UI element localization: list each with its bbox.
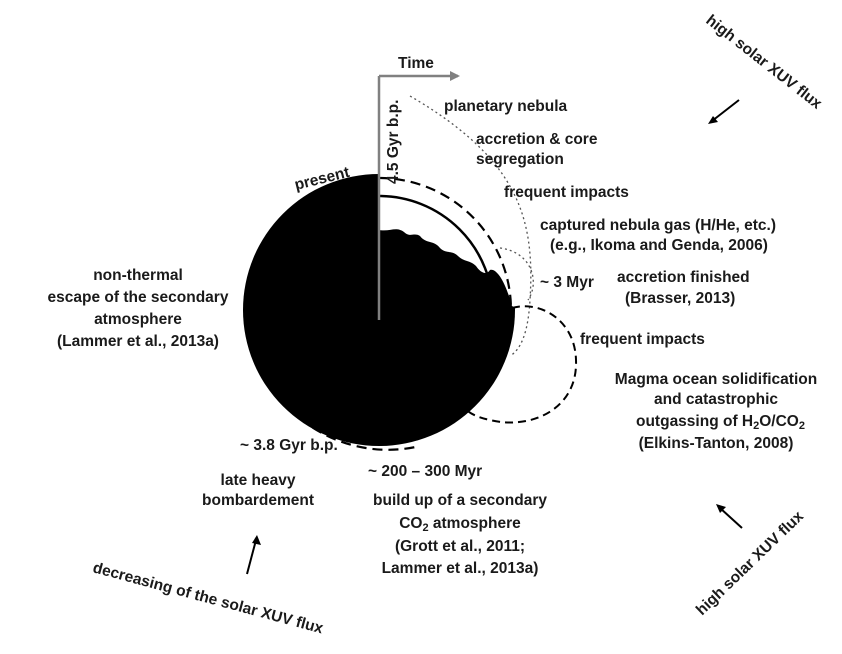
time-label: Time [398,55,434,72]
secondary-atm-label-2: CO2 atmosphere [399,515,521,534]
arrow-down-left-icon [708,99,740,124]
magma-ocean-label-1: Magma ocean solidification [615,371,817,388]
arrow-up-icon [246,535,261,575]
two-hundred-myr-label: ~ 200 – 300 Myr [368,463,482,480]
start-time-label: 4.5 Gyr b.p. [385,100,402,184]
three-eight-gyr-label: ~ 3.8 Gyr b.p. [240,437,338,454]
flux-top-right-label: high solar XUV flux [703,12,826,113]
secondary-atm-label-1: build up of a secondary [373,492,547,509]
growth-outline [378,194,495,311]
secondary-atm-label-4: Lammer et al., 2013a) [382,560,539,577]
accretion-core-label-1: accretion & core [476,131,598,148]
frequent-impacts-early-label: frequent impacts [504,184,629,201]
magma-ocean-loop [457,305,578,424]
captured-gas-label-2: (e.g., Ikoma and Genda, 2006) [550,237,768,254]
accretion-finished-label-1: accretion finished [617,269,750,286]
non-thermal-label-3: atmosphere [94,311,182,328]
late-heavy-label-1: late heavy [221,472,296,489]
non-thermal-label-4: (Lammer et al., 2013a) [57,333,219,350]
planetary-nebula-label: planetary nebula [444,98,568,115]
non-thermal-label-1: non-thermal [93,267,183,284]
accretion-finished-label-2: (Brasser, 2013) [625,290,735,307]
magma-ocean-label-3: outgassing of H2O/CO2 [636,413,805,432]
flux-bottom-left-label: decreasing of the solar XUV flux [91,559,325,637]
secondary-atm-label-3: (Grott et al., 2011; [395,538,525,555]
captured-gas-label-1: captured nebula gas (H/He, etc.) [540,217,776,234]
magma-ocean-label-4: (Elkins-Tanton, 2008) [639,435,794,452]
late-heavy-label-2: bombardement [202,492,314,509]
flux-bottom-right-label: high solar XUV flux [693,508,807,619]
accretion-core-label-2: segregation [476,151,564,168]
arrow-up-left-icon [716,504,743,529]
frequent-impacts-late-label: frequent impacts [580,331,705,348]
magma-ocean-label-2: and catastrophic [654,391,778,408]
nebula-path [409,95,532,357]
escape-outline [248,304,421,451]
three-myr-label: ~ 3 Myr [540,274,594,291]
secondary-atmosphere-outline [245,176,513,444]
unformed-sector [379,170,519,310]
non-thermal-label-2: escape of the secondary [48,289,229,306]
